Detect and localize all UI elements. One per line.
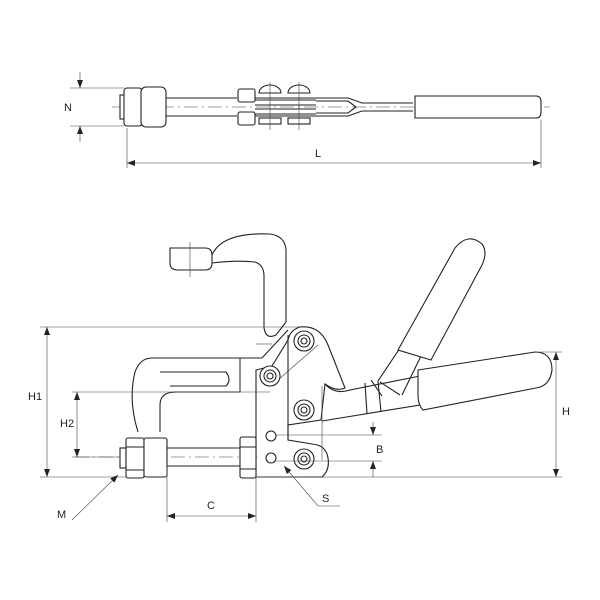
label-s: S (322, 493, 329, 505)
dim-label-n: N (64, 102, 72, 114)
dim-label-h2: H2 (60, 418, 74, 430)
label-m: M (57, 509, 66, 521)
dim-label-c: C (207, 500, 215, 512)
top-view: N L (64, 72, 550, 168)
side-view: H1 H2 H B C M S (28, 233, 570, 522)
dim-label-h1: H1 (28, 391, 42, 403)
dim-label-h: H (562, 406, 570, 418)
pivot-pins (259, 330, 315, 470)
dim-label-b: B (376, 444, 383, 456)
dim-label-l: L (315, 148, 321, 160)
